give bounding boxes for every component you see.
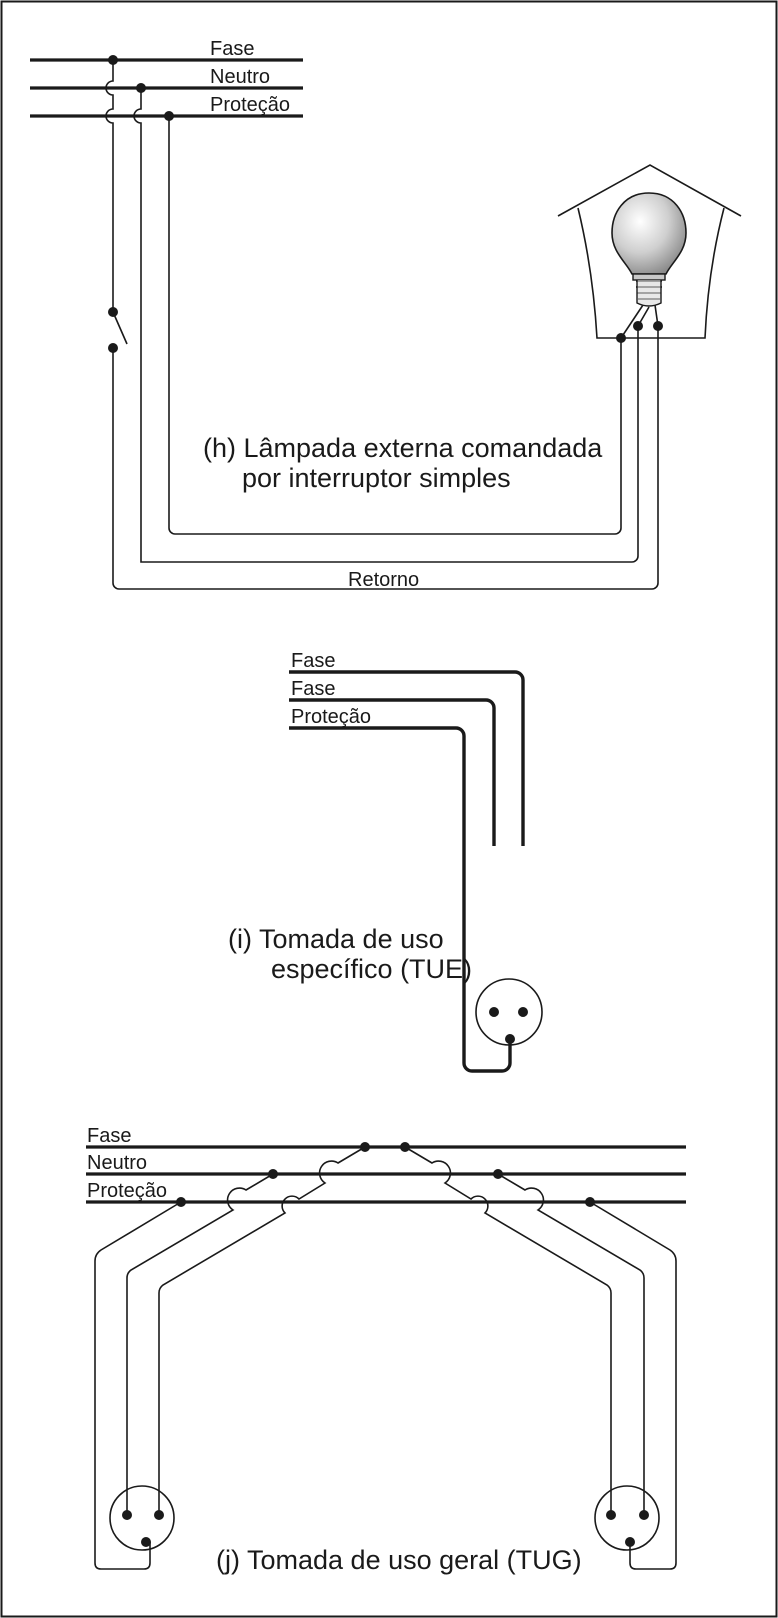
- lamp-terminal-neutro: [633, 321, 643, 331]
- outlet-tug-right-body: [594, 1485, 660, 1551]
- outlet-tug-left-icon: [109, 1485, 175, 1551]
- junction-neutro-left-j: [268, 1169, 278, 1179]
- junction-fase-left-j: [360, 1142, 370, 1152]
- simple-switch: [108, 307, 128, 353]
- caption-h-line1: (h) Lâmpada externa comandada: [203, 433, 603, 463]
- outlet-tug-left-pin-1: [122, 1510, 132, 1520]
- caption-i-line2: específico (TUE): [271, 954, 472, 984]
- wire-neutro-to-lamp: [133, 88, 639, 563]
- wire-retorno: [112, 326, 659, 590]
- wire-fase-left-j: [158, 1146, 366, 1515]
- bulb-glass: [611, 192, 687, 275]
- outlet-tue-pin-right: [518, 1007, 528, 1017]
- diagram-h-external-lamp: Fase Neutro Proteção: [30, 38, 742, 591]
- lamp-terminal-protecao: [616, 333, 626, 343]
- junction-protecao-left-j: [176, 1197, 186, 1207]
- switch-terminal-top: [108, 307, 118, 317]
- wire-protecao-left-j: [94, 1201, 182, 1570]
- wire-label-protecao-i: Proteção: [291, 706, 371, 728]
- junction-protecao-right-j: [585, 1197, 595, 1207]
- lamp-terminal-retorno: [653, 321, 663, 331]
- diagram-j-tug-outlets: Fase Neutro Proteção: [86, 1125, 686, 1575]
- outlet-tue-body: [475, 978, 543, 1046]
- switch-terminal-bottom: [108, 343, 118, 353]
- wire-neutro-right-j: [497, 1173, 645, 1515]
- outlet-tug-right-pin-ground: [625, 1537, 635, 1547]
- wire-fase-2-i: [289, 698, 496, 846]
- junction-protecao-h: [164, 111, 174, 121]
- outlet-tug-right-pin-1: [606, 1510, 616, 1520]
- bus-label-fase-h: Fase: [210, 38, 254, 60]
- caption-j: (j) Tomada de uso geral (TUG): [216, 1545, 582, 1575]
- bulb-base: [636, 280, 662, 307]
- switch-blade: [112, 311, 128, 345]
- bulb-neck: [632, 273, 666, 281]
- wire-fase-to-switch: [105, 60, 114, 312]
- wire-protecao-i: [289, 726, 512, 1073]
- wire-neutro-left-j: [126, 1173, 274, 1515]
- lamp-lead-left: [620, 304, 644, 339]
- wire-label-fase-1-i: Fase: [291, 650, 335, 672]
- caption-i-line1: (i) Tomada de uso: [228, 924, 444, 954]
- bus-label-protecao-h: Proteção: [210, 94, 290, 116]
- outlet-tue-icon: [475, 978, 543, 1046]
- wire-label-fase-2-i: Fase: [291, 678, 335, 700]
- outlet-tug-right-icon: [594, 1485, 660, 1551]
- junction-fase-h: [108, 55, 118, 65]
- outlet-tue-pin-left: [489, 1007, 499, 1017]
- caption-h-line2: por interruptor simples: [242, 463, 511, 493]
- outlet-tug-right-pin-2: [639, 1510, 649, 1520]
- bus-label-neutro-h: Neutro: [210, 66, 270, 88]
- outlet-tug-left-pin-ground: [141, 1537, 151, 1547]
- diagram-i-tue-outlet: Fase Fase Proteção (i) Tomada de uso esp…: [228, 650, 543, 1073]
- junction-neutro-h: [136, 83, 146, 93]
- outlet-tug-left-body: [109, 1485, 175, 1551]
- bus-label-protecao-j: Proteção: [87, 1180, 167, 1202]
- junction-fase-right-j: [400, 1142, 410, 1152]
- bus-label-fase-j: Fase: [87, 1125, 131, 1147]
- outlet-tug-left-pin-2: [154, 1510, 164, 1520]
- house-roof: [557, 164, 742, 217]
- bus-label-neutro-j: Neutro: [87, 1152, 147, 1174]
- wire-protecao-right-j: [589, 1201, 677, 1570]
- junction-neutro-right-j: [493, 1169, 503, 1179]
- wire-protecao-to-lamp: [168, 116, 622, 535]
- retorno-label: Retorno: [348, 569, 419, 591]
- wire-fase-right-j: [404, 1146, 612, 1515]
- outlet-tue-pin-ground: [505, 1034, 515, 1044]
- wire-fase-1-i: [289, 670, 525, 846]
- house-walls: [577, 207, 725, 339]
- house-enclosure: [557, 164, 742, 339]
- lightbulb-icon: [611, 192, 687, 339]
